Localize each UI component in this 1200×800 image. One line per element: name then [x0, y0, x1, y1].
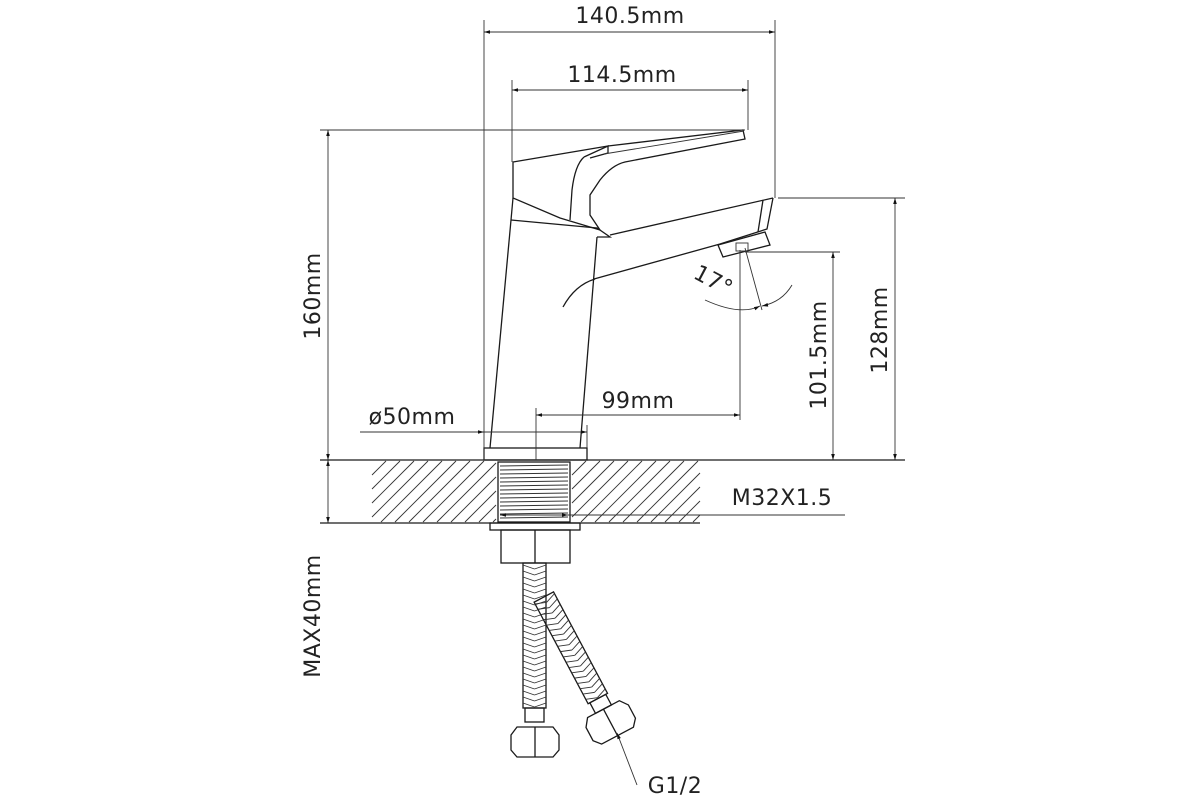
- spout-height-label: 128mm: [868, 286, 893, 373]
- outlet-angle-label: 17°: [689, 261, 736, 302]
- hose-angled: [533, 590, 637, 745]
- spout: [593, 197, 774, 280]
- mounting-nut: [489, 522, 581, 564]
- overall-width-label: 140.5mm: [575, 4, 684, 29]
- spout-reach-label: 99mm: [602, 389, 675, 414]
- dimension-lines: [320, 20, 905, 786]
- lever-handle: [510, 129, 746, 232]
- countertop-hatching: [371, 460, 701, 523]
- max-thickness-label: MAX40mm: [301, 554, 326, 677]
- thread-shank: [497, 461, 571, 523]
- base-diameter-label: ø50mm: [369, 405, 456, 430]
- thread-label: M32X1.5: [732, 486, 833, 511]
- aerator: [717, 231, 771, 258]
- outlet-height-label: 101.5mm: [807, 300, 832, 409]
- hose-nut-straight: [510, 726, 560, 758]
- height-label: 160mm: [301, 252, 326, 339]
- countertop-section: [320, 459, 905, 524]
- lever-length-label: 114.5mm: [567, 63, 676, 88]
- hose-connection-label: G1/2: [648, 774, 702, 799]
- hose-nut-angled: [585, 699, 637, 745]
- faucet-body: [483, 219, 613, 461]
